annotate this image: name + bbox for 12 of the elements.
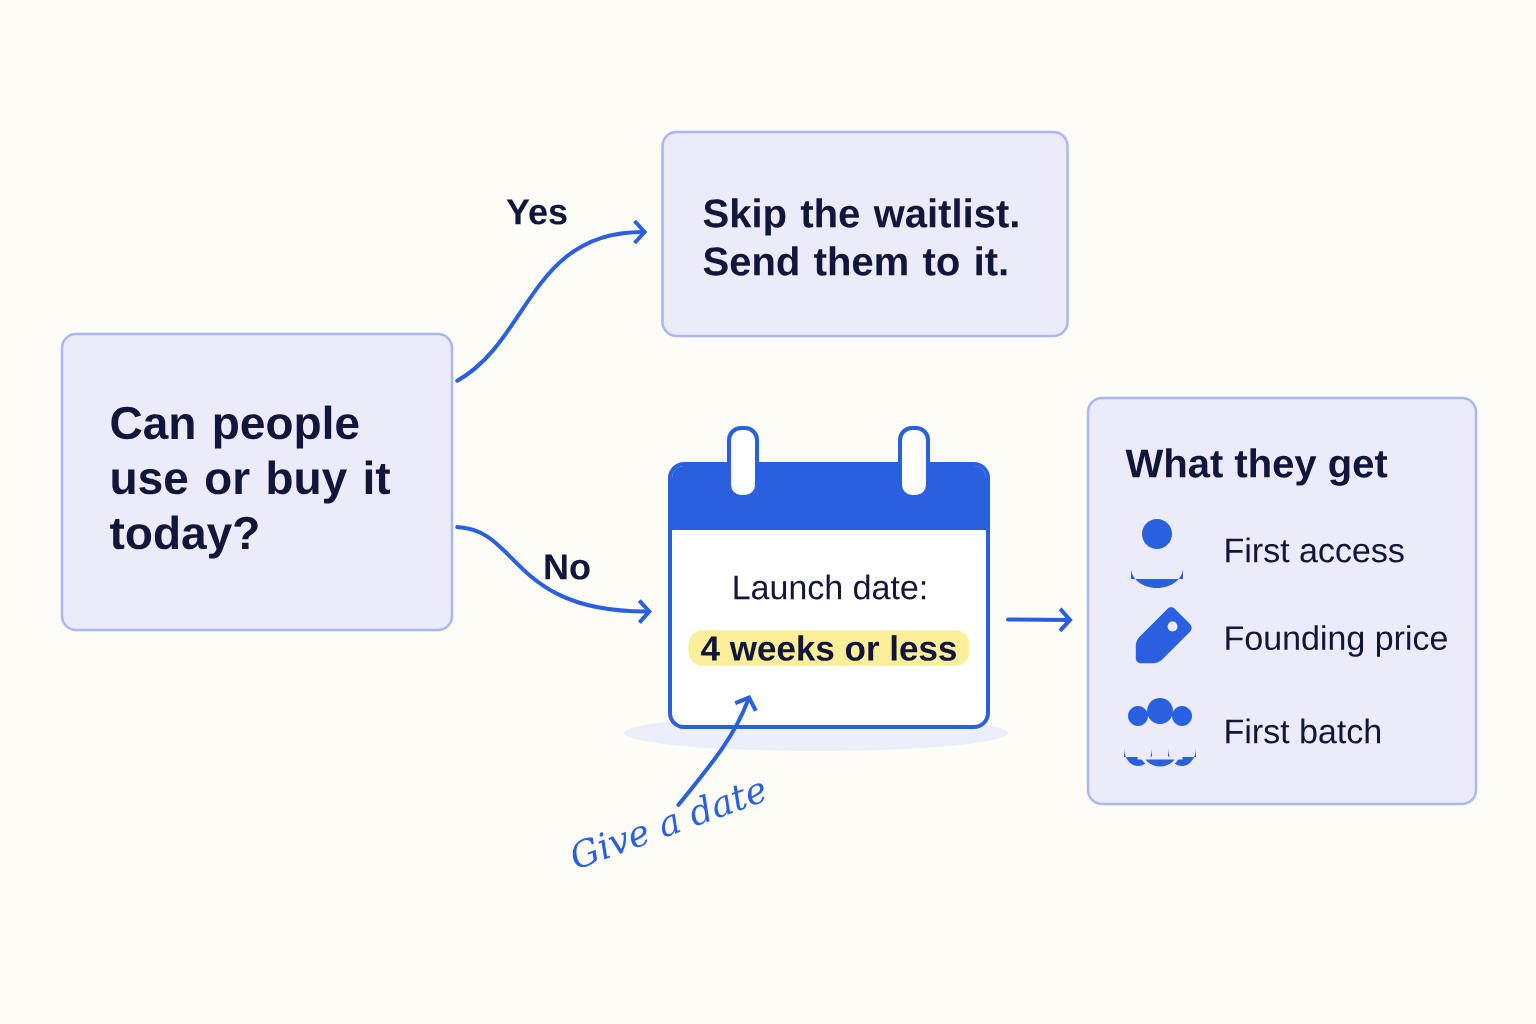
arrow <box>1006 607 1073 633</box>
answer-box: Skip the waitlist. Send them to it. <box>661 130 1069 338</box>
list-item: First access <box>1226 537 1404 563</box>
list-item: First batch <box>1226 718 1380 744</box>
handwritten-note: Give a date <box>572 783 765 868</box>
heading: What they get <box>1125 448 1388 486</box>
arrow <box>455 525 652 624</box>
arrow <box>455 219 648 383</box>
question-box: Can people use or buy it today? <box>60 332 454 632</box>
edge-label: Yes <box>504 197 571 227</box>
list-item: Founding price <box>1226 625 1447 657</box>
edge-label: No <box>541 552 593 582</box>
